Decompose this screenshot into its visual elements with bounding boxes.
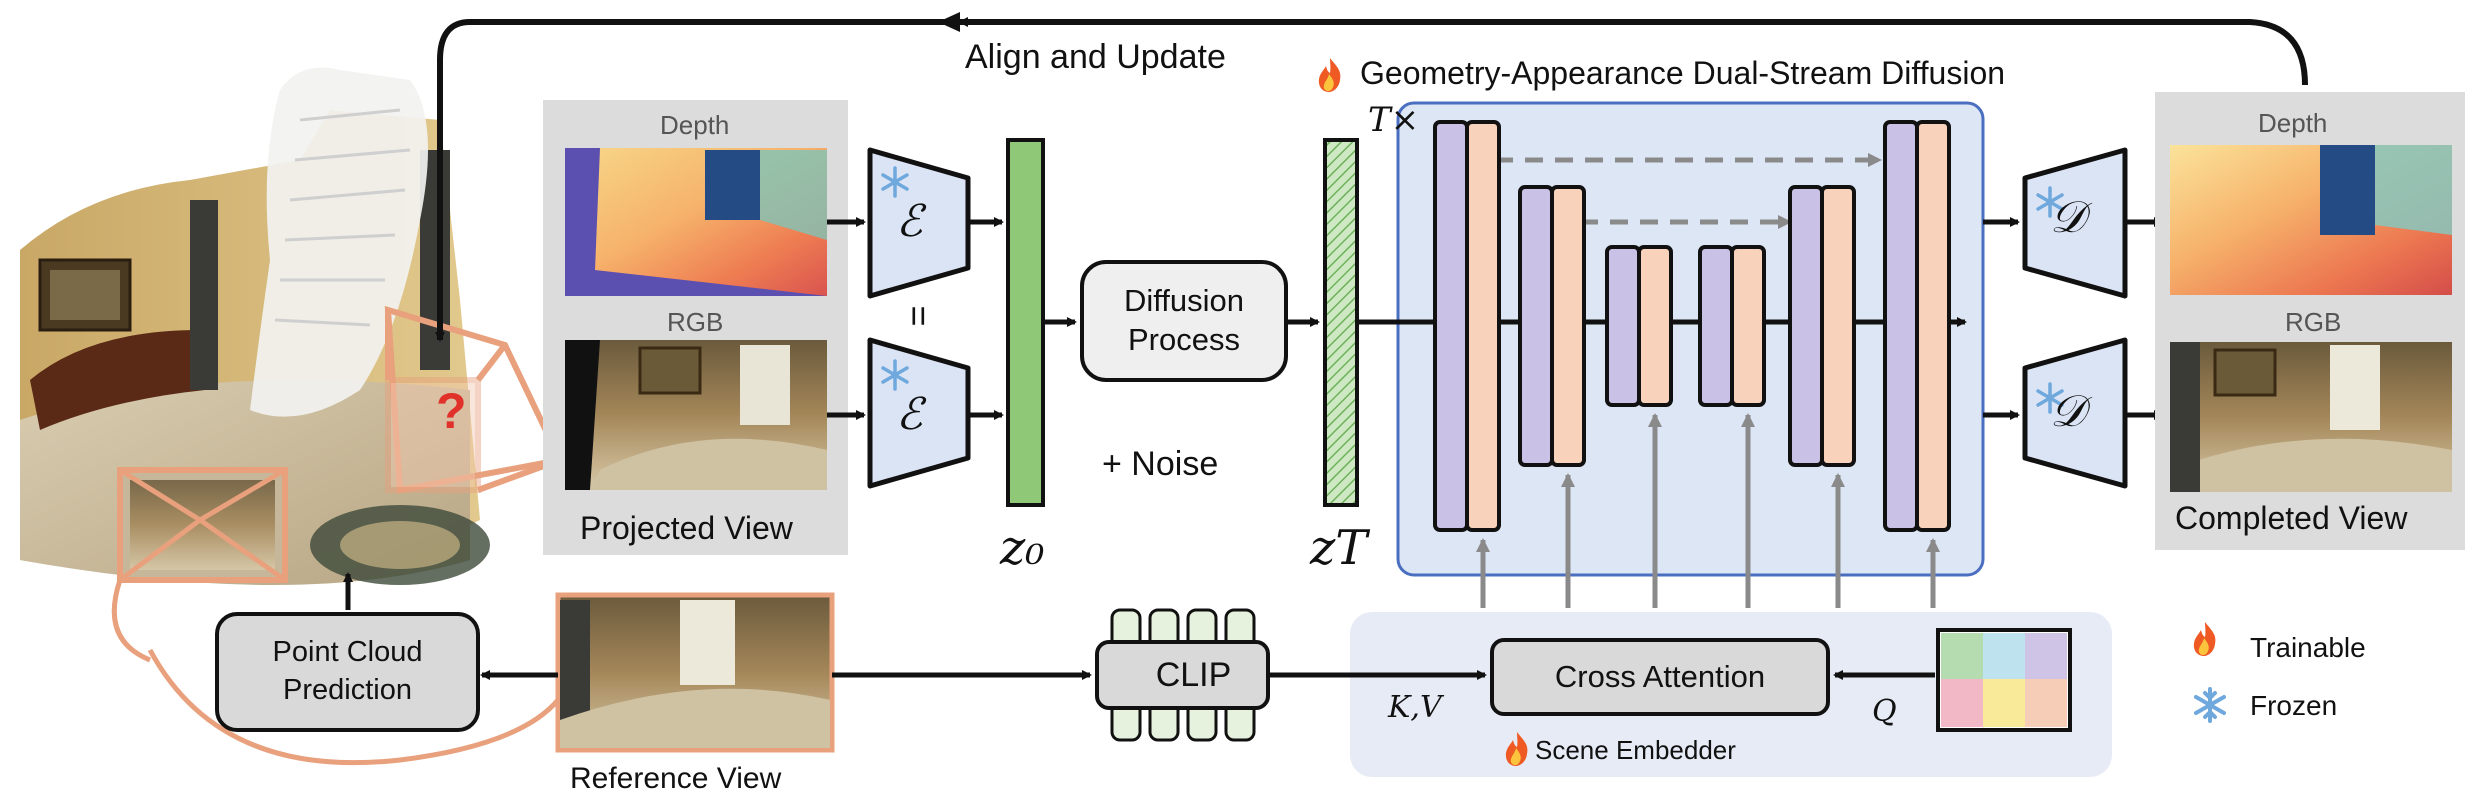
- decoder-rgb: [2022, 337, 2128, 489]
- encoder-rgb-symbol: ℰ: [896, 389, 923, 440]
- kv-label: K,V: [1388, 690, 1442, 725]
- snowflake-icon: [2194, 687, 2226, 723]
- z0-latent: [1006, 138, 1045, 507]
- fire-icon: [1505, 732, 1528, 766]
- diffusion-process-label: Diffusion Process: [1123, 283, 1245, 357]
- query-grid: [1936, 628, 2072, 732]
- rgb-label-left: RGB: [667, 307, 724, 337]
- trainable-legend-label: Trainable: [2250, 632, 2366, 663]
- completed-view-label: Completed View: [2175, 500, 2408, 536]
- zT-latent: [1323, 138, 1359, 507]
- fire-icon: [1318, 58, 1341, 92]
- rgb-image-left: [565, 340, 827, 490]
- depth-label-left: Depth: [660, 110, 730, 140]
- unet-blocks: [1433, 120, 1951, 532]
- q-label: Q: [1872, 694, 1897, 729]
- rgb-image-right: [2170, 342, 2452, 492]
- diffusion-process-node: Diffusion Process: [1080, 260, 1288, 382]
- unknown-view-question-mark: ?: [436, 383, 467, 439]
- frozen-legend-label: Frozen: [2250, 690, 2338, 721]
- equals-sign: =: [898, 305, 940, 327]
- encoder-depth-symbol: ℰ: [896, 196, 923, 247]
- plus-noise-label: + Noise: [1102, 445, 1219, 483]
- cross-attention-label: Cross Attention: [1554, 659, 1766, 694]
- depth-label-right: Depth: [2258, 108, 2328, 138]
- point-cloud-prediction-node: Point Cloud Prediction: [215, 612, 480, 732]
- clip-label: CLIP: [1155, 655, 1232, 694]
- align-update-label: Align and Update: [965, 38, 1226, 76]
- rgb-label-right: RGB: [2285, 307, 2342, 337]
- point-cloud-prediction-label: Point Cloud Prediction: [272, 636, 423, 706]
- depth-image-left: [565, 148, 827, 296]
- fire-icon: [2193, 622, 2216, 656]
- depth-image-right: [2170, 145, 2452, 295]
- z0-label: z₀: [1000, 520, 1045, 576]
- t-times-label: T×: [1368, 100, 1420, 140]
- decoder-depth-symbol: 𝒟: [2050, 192, 2086, 243]
- point-cloud-scene: [20, 67, 565, 663]
- clip-node: CLIP: [1095, 640, 1270, 710]
- dual-stream-title: Geometry-Appearance Dual-Stream Diffusio…: [1360, 55, 2006, 91]
- decoder-rgb-symbol: 𝒟: [2050, 386, 2086, 437]
- reference-view-image: [555, 592, 835, 753]
- zT-label: zT: [1310, 520, 1368, 576]
- reference-view-label: Reference View: [570, 762, 782, 795]
- projected-view-label: Projected View: [580, 510, 793, 546]
- cross-attention-node: Cross Attention: [1490, 638, 1830, 716]
- scene-embedder-label: Scene Embedder: [1535, 735, 1736, 765]
